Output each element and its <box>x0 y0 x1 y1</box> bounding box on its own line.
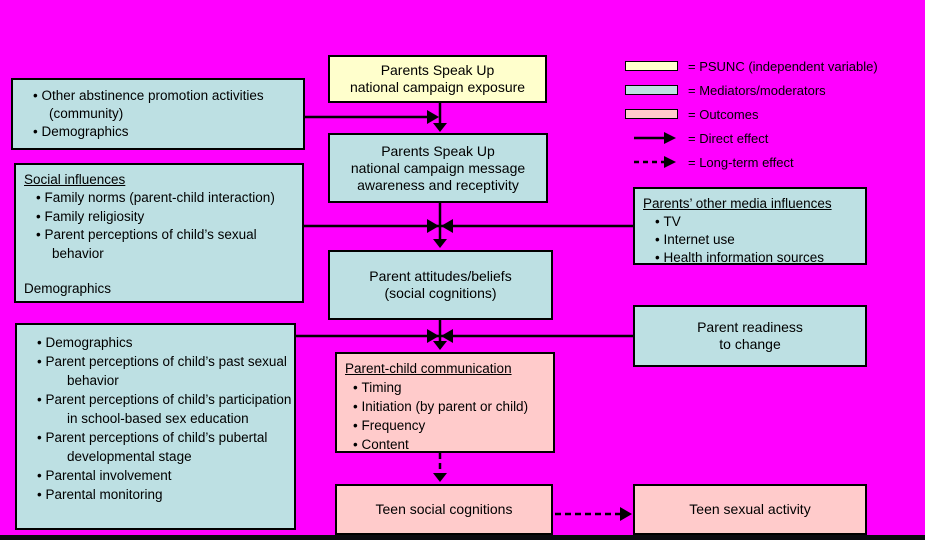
bullet-list: Family norms (parent-child interaction) … <box>24 189 300 263</box>
campaign-exposure-box: Parents Speak Up national campaign expos… <box>328 55 547 103</box>
box-text-line: Parent readiness <box>697 319 803 335</box>
legend-label: = Direct effect <box>688 130 769 146</box>
legend-item-direct-effect: = Direct effect <box>622 126 922 150</box>
parent-child-communication-box: Parent-child communication Timing Initia… <box>335 352 555 453</box>
bullet-item: Demographics <box>21 123 299 141</box>
box-text-line: Demographics <box>24 281 112 296</box>
box-text-line: national campaign message <box>350 159 526 176</box>
box-text-line: Parent attitudes/beliefs <box>369 268 512 284</box>
bullet-item: Parent perceptions of child’s pubertal d… <box>25 428 292 466</box>
box-text-line: to change <box>719 336 781 352</box>
legend-item-mediators: = Mediators/moderators <box>622 78 922 102</box>
legend-item-long-term-effect: = Long-term effect <box>622 150 922 174</box>
parents-media-influences-box: Parents’ other media influences TV Inter… <box>633 187 867 265</box>
bullet-item: TV <box>643 213 861 231</box>
direct-effect-arrow <box>433 103 447 132</box>
bullet-item: Timing <box>345 378 547 397</box>
parent-readiness-box: Parent readiness to change <box>633 305 867 367</box>
psunc-swatch <box>625 61 678 71</box>
box-text-line: (social cognitions) <box>384 285 497 301</box>
long-term-effect-arrow <box>433 453 447 482</box>
direct-effect-arrow <box>433 203 447 248</box>
parent-attitudes-box: Parent attitudes/beliefs (social cogniti… <box>328 250 553 320</box>
outcome-swatch <box>625 109 678 119</box>
social-influences-box: Social influences Family norms (parent-c… <box>14 163 304 303</box>
bullet-list: TV Internet use Health information sourc… <box>643 213 861 267</box>
legend: = PSUNC (independent variable) = Mediato… <box>622 54 922 174</box>
box-title: Parents’ other media influences <box>643 196 832 211</box>
box-text-line: national campaign exposure <box>349 79 526 95</box>
box-text-line: awareness and receptivity <box>357 176 519 193</box>
direct-effect-arrow <box>296 329 633 343</box>
bullet-item: Health information sources <box>643 249 861 267</box>
legend-item-psunc: = PSUNC (independent variable) <box>622 54 922 78</box>
long-term-effect-arrow-icon <box>634 156 676 168</box>
bullet-item: Parental involvement <box>25 466 292 485</box>
bullet-item: Internet use <box>643 231 861 249</box>
bullet-list: Other abstinence promotion activities (c… <box>21 87 299 141</box>
box-title: Parent-child communication <box>345 361 512 376</box>
direct-effect-arrow <box>305 110 439 124</box>
bullet-item: Other abstinence promotion activities (c… <box>21 87 299 123</box>
legend-label: = Mediators/moderators <box>688 82 826 98</box>
bullet-item: Frequency <box>345 416 547 435</box>
bullet-item: Family religiosity <box>24 208 300 227</box>
bullet-item: Parent perceptions of child’s participat… <box>25 390 292 428</box>
box-text-line: Teen social cognitions <box>375 501 513 517</box>
teen-sexual-activity-box: Teen sexual activity <box>633 484 867 535</box>
teen-social-cognitions-box: Teen social cognitions <box>335 484 553 535</box>
legend-label: = Long-term effect <box>688 154 794 170</box>
box-text-line: Teen sexual activity <box>689 501 811 517</box>
bullet-item: Parent perceptions of child’s sexual beh… <box>24 226 300 263</box>
community-demographics-box: Other abstinence promotion activities (c… <box>11 78 305 150</box>
box-text-line: Parents Speak Up <box>380 62 495 78</box>
mediator-swatch <box>625 85 678 95</box>
campaign-awareness-box: Parents Speak Up national campaign messa… <box>328 133 548 203</box>
bullet-list: Demographics Parent perceptions of child… <box>25 333 292 504</box>
direct-effect-arrow <box>304 219 633 233</box>
long-term-effect-arrow <box>555 507 632 521</box>
parent-characteristics-box: Demographics Parent perceptions of child… <box>15 323 296 530</box>
direct-effect-arrow-icon <box>634 132 676 144</box>
bottom-edge-bar <box>0 535 925 540</box>
bullet-item: Parent perceptions of child’s past sexua… <box>25 352 292 390</box>
bullet-item: Demographics <box>25 333 292 352</box>
bullet-list: Timing Initiation (by parent or child) F… <box>345 378 547 454</box>
box-title: Social influences <box>24 172 126 187</box>
legend-label: = PSUNC (independent variable) <box>688 58 878 74</box>
bullet-item: Parental monitoring <box>25 485 292 504</box>
bullet-item: Initiation (by parent or child) <box>345 397 547 416</box>
legend-item-outcomes: = Outcomes <box>622 102 922 126</box>
direct-effect-arrow <box>433 320 447 350</box>
bullet-item: Content <box>345 435 547 454</box>
bullet-item: Family norms (parent-child interaction) <box>24 189 300 208</box>
box-text-line: Parents Speak Up <box>381 142 495 159</box>
legend-label: = Outcomes <box>688 106 759 122</box>
